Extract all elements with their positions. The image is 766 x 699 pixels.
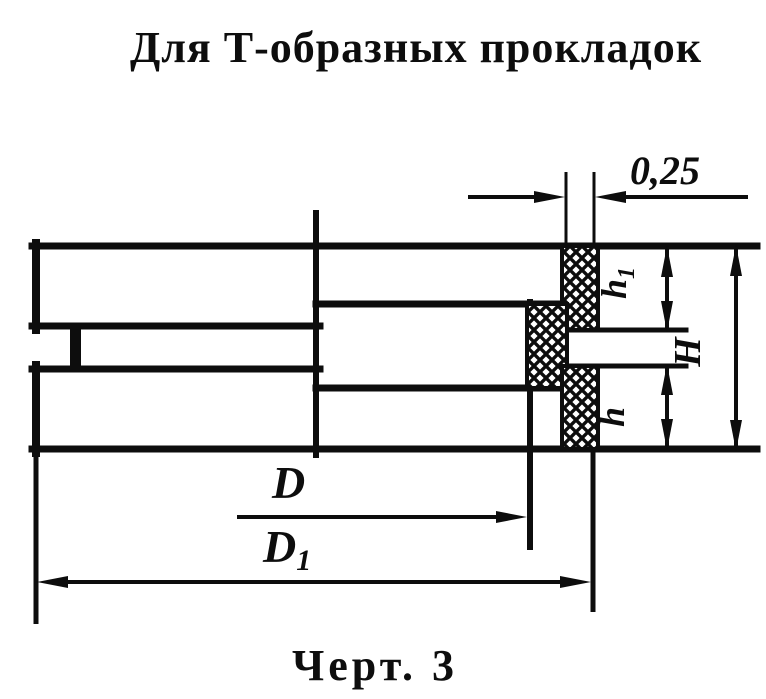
D1-label-main: D <box>262 521 296 572</box>
dimension-D1: D1 <box>33 449 596 624</box>
dim-label-h: h <box>592 407 632 427</box>
arrowhead-right <box>534 191 565 203</box>
h1-arrowhead-down <box>661 301 673 332</box>
h-arrowhead-down <box>661 419 673 450</box>
D1-arrowhead-left <box>37 576 68 588</box>
D-arrowhead-right <box>496 511 527 523</box>
flange-outlines <box>28 210 761 550</box>
H-arrowhead-down <box>730 420 742 451</box>
dimension-h: h <box>592 364 673 450</box>
gasket-crossbar-hatch <box>525 302 569 390</box>
dim-label-D: D <box>271 457 305 508</box>
outer-joint-bar <box>70 323 81 369</box>
h1-label-sub: 1 <box>614 267 640 279</box>
arrowhead-left <box>595 191 626 203</box>
h1-arrowhead-up <box>661 246 673 277</box>
dimension-protrusion: 0,25 <box>468 148 748 246</box>
gasket-lower-stem-hatch <box>560 364 600 451</box>
dim-label-protrusion: 0,25 <box>630 148 700 193</box>
dim-label-H: H <box>667 336 709 368</box>
H-arrowhead-up <box>730 245 742 276</box>
dimension-D: D <box>237 457 527 523</box>
dim-label-D1: D1 <box>262 521 311 577</box>
D1-arrowhead-right <box>560 576 591 588</box>
D1-label-sub: 1 <box>296 544 311 577</box>
h-arrowhead-up <box>661 364 673 395</box>
dimension-h1: h1 <box>594 246 673 332</box>
figure-caption: Черт. 3 <box>292 641 458 690</box>
figure-title: Для Т-образных прокладок <box>130 23 702 72</box>
t-gasket-section <box>525 244 600 451</box>
dim-label-h1: h1 <box>594 267 640 299</box>
h1-label-main: h <box>594 279 634 299</box>
dimension-H: H <box>667 245 742 451</box>
